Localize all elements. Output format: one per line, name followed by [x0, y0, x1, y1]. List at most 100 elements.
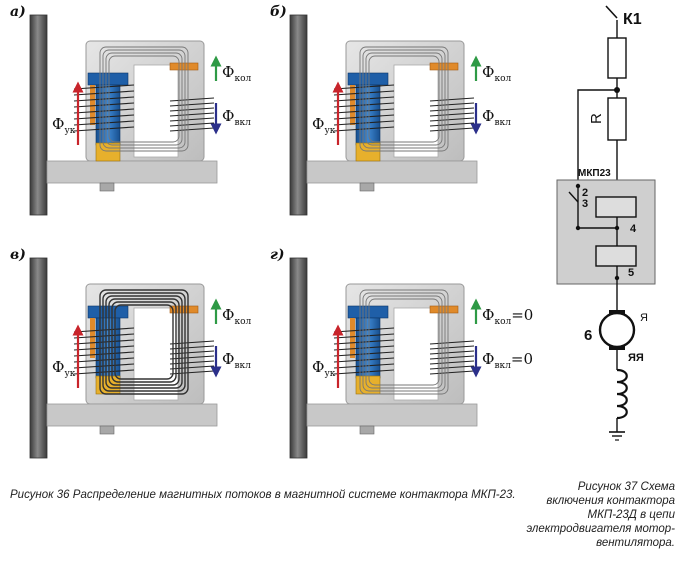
flux-line [105, 52, 183, 146]
coil-turn-left [73, 126, 135, 132]
coil-upper [595, 196, 637, 218]
coil-turn-left [73, 363, 135, 369]
bolt [359, 182, 375, 192]
label-phi-kol: Фкол [482, 63, 511, 84]
coil-turn-right [169, 107, 215, 112]
contact-blade [568, 191, 579, 203]
coil-turn-right [169, 355, 215, 360]
label-phi-uk: Фук [312, 358, 336, 379]
label-phi-kol: Фкол [222, 63, 251, 84]
coil-turn-right [429, 107, 475, 112]
coil-turn-right [169, 97, 215, 102]
field-winding [616, 368, 628, 420]
coil-turn-right [429, 360, 475, 365]
coil-turn-right [429, 122, 475, 127]
figure-37-caption: Рисунок 37 Схема включения контактора МК… [526, 481, 675, 549]
coil-turn-right [169, 117, 215, 122]
label-phi-vkl: Фвкл [222, 350, 251, 371]
orange-coil-strip [429, 62, 459, 71]
coil-turn-right [169, 345, 215, 350]
coil-turn-left [333, 120, 395, 126]
motor-number: 6 [584, 327, 592, 344]
coil-turn-right [429, 117, 475, 122]
resistor-top [607, 37, 627, 79]
mounting-bar [29, 257, 48, 459]
label-phi-uk: Фук [52, 358, 76, 379]
orange-coil-strip [169, 305, 199, 314]
coil-turn-right [169, 122, 215, 127]
label-phi-uk: Фук [52, 115, 76, 136]
coil-turn-right [429, 350, 475, 355]
coil-turn-left [73, 369, 135, 375]
flux-line [99, 289, 189, 395]
coil-turn-right [169, 102, 215, 107]
coil-turn-right [169, 370, 215, 375]
flux-line [102, 49, 186, 149]
coil-turn-right [169, 360, 215, 365]
motor-brush-bottom [609, 346, 625, 350]
coil-turn-right [169, 112, 215, 117]
terminal-dot [575, 225, 581, 231]
coil-turn-right [169, 365, 215, 370]
base-plate [306, 403, 478, 427]
flux-line [368, 298, 440, 386]
core-cap [347, 72, 389, 86]
coil-turn-right [429, 340, 475, 345]
bypass-wire [577, 89, 617, 186]
coil-turn-right [429, 102, 475, 107]
bolt [99, 182, 115, 192]
flux-line [362, 292, 446, 392]
label-phi-vkl: Фвкл=0 [482, 350, 533, 371]
base-plate [46, 403, 218, 427]
coil-turn-left [333, 333, 395, 339]
coil-turn-right [169, 350, 215, 355]
flux-line [359, 46, 449, 152]
coil-turn-left [73, 357, 135, 363]
coil-turn-left [73, 108, 135, 114]
motor-terminal-yaya: ЯЯ [628, 352, 644, 364]
core-cap [87, 305, 129, 319]
flux-line [365, 52, 443, 146]
label-phi-vkl: Фвкл [222, 107, 251, 128]
base-plate [46, 160, 218, 184]
orange-winding [90, 318, 95, 358]
bolt [359, 425, 375, 435]
coil-turn-left [73, 84, 135, 90]
coil-turn-left [333, 357, 395, 363]
flux-line [105, 295, 183, 389]
flux-line [359, 289, 449, 395]
motor-circle [598, 311, 636, 349]
orange-winding [350, 318, 355, 358]
coil-turn-left [333, 84, 395, 90]
coil-turn-left [73, 102, 135, 108]
flux-line [108, 298, 180, 386]
coil-turn-left [333, 102, 395, 108]
coil-turn-left [73, 90, 135, 96]
coil-turn-right [429, 127, 475, 132]
orange-coil-strip [429, 305, 459, 314]
coil-turn-right [429, 97, 475, 102]
mkp23-label: МКП23 [578, 168, 611, 179]
terminal-5-label: 5 [628, 267, 634, 279]
flux-line [362, 49, 446, 149]
base-plate [306, 160, 478, 184]
coil-turn-right [429, 355, 475, 360]
coil-turn-left [333, 369, 395, 375]
panel-letter: в) [10, 247, 26, 263]
coil-turn-left [333, 345, 395, 351]
flux-line [111, 301, 177, 383]
k1-label: К1 [623, 11, 642, 28]
core-cap [87, 72, 129, 86]
coil-turn-left [73, 351, 135, 357]
flux-line [365, 295, 443, 389]
coil-turn-left [333, 327, 395, 333]
figure-36-caption: Рисунок 36 Распределение магнитных поток… [10, 489, 516, 501]
coil-turn-left [73, 96, 135, 102]
flux-line [368, 55, 440, 143]
coil-turn-right [429, 112, 475, 117]
label-phi-kol: Фкол [222, 306, 251, 327]
coil-turn-right [169, 340, 215, 345]
motor-terminal-ya: Я [640, 312, 648, 324]
coil-turn-left [73, 339, 135, 345]
terminal-2-label: 2 [582, 187, 588, 199]
